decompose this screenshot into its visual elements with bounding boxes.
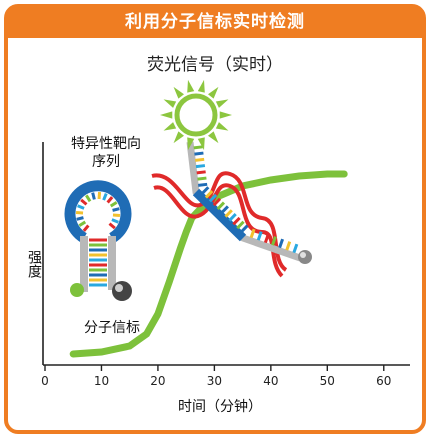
strand-base — [198, 182, 208, 187]
strand-base — [212, 197, 222, 207]
sun-ray — [219, 111, 232, 119]
strand-base — [216, 201, 226, 211]
strand-base — [193, 145, 203, 150]
loop-base — [112, 207, 120, 212]
x-tick-label: 20 — [150, 374, 166, 388]
sun-ray — [160, 111, 173, 119]
strand-base — [195, 157, 205, 162]
molecular-beacon-label: 分子信标 — [84, 320, 140, 336]
loop-base — [76, 216, 84, 221]
loop-base — [108, 222, 116, 230]
strand-base — [263, 233, 270, 244]
fluorescence-curve — [69, 170, 348, 358]
molecular-beacon-icon — [64, 180, 132, 301]
x-tick-label: 40 — [263, 374, 279, 388]
sun-ray — [207, 86, 219, 99]
loop-base — [77, 204, 85, 210]
sun-ray — [187, 79, 195, 93]
x-tick-label: 0 — [41, 374, 49, 388]
sun-ray — [173, 86, 185, 99]
x-tick-label: 60 — [376, 374, 392, 388]
sun-ray — [163, 122, 177, 131]
strand-base — [249, 228, 256, 239]
sun-ray — [197, 137, 205, 151]
strand-base — [197, 176, 207, 181]
strand-base — [196, 170, 206, 175]
strand-base — [232, 216, 241, 226]
loop-base — [78, 220, 87, 227]
sun-ray — [163, 99, 177, 108]
strand-base — [240, 224, 249, 234]
strand-base — [194, 151, 204, 156]
strand-base — [220, 205, 229, 214]
sun-ray — [215, 122, 229, 131]
sun-ray — [173, 131, 185, 144]
loop-base — [102, 193, 108, 201]
strand-base — [228, 213, 237, 222]
x-tick-label: 50 — [319, 374, 335, 388]
fluorophore-dot — [70, 283, 84, 297]
sun-icon — [160, 79, 232, 151]
strand-base — [208, 193, 218, 203]
quencher-ball — [112, 281, 132, 301]
loop-base — [91, 192, 96, 200]
target-sequence-label-2: 序列 — [92, 154, 120, 170]
strand-base — [204, 190, 214, 199]
header-bar: 利用分子信标实时检测 — [6, 6, 424, 38]
strand-base — [224, 209, 233, 218]
strand-base — [271, 236, 277, 246]
strand-base — [195, 164, 206, 169]
x-tick-label: 10 — [93, 374, 110, 388]
sun-ray — [207, 131, 219, 144]
chart-title: 荧光信号（实时） — [147, 55, 283, 75]
hybridized-beacon-icon — [151, 141, 312, 278]
strand-base — [285, 241, 292, 251]
target-sequence-label-1: 特异性靶向 — [71, 136, 141, 152]
strand-base — [292, 243, 299, 254]
loop-base — [85, 194, 92, 203]
strand-base — [200, 186, 210, 195]
x-axis-label: 时间（分钟） — [178, 399, 262, 415]
loop-base — [80, 198, 88, 206]
header-title: 利用分子信标实时检测 — [125, 12, 305, 32]
sun-ray — [215, 99, 229, 108]
sun-ray — [187, 137, 195, 151]
loop-base — [111, 218, 119, 224]
sun-ray — [197, 79, 205, 93]
strand-base — [278, 238, 285, 249]
loop-base — [106, 196, 114, 204]
loop-base — [82, 224, 90, 232]
target-strand — [151, 171, 288, 272]
strand-base — [236, 220, 245, 230]
loop-base — [109, 201, 118, 208]
y-axis-label: 强度 — [26, 250, 42, 278]
strand-base — [256, 231, 263, 241]
x-tick-label: 30 — [206, 374, 223, 388]
